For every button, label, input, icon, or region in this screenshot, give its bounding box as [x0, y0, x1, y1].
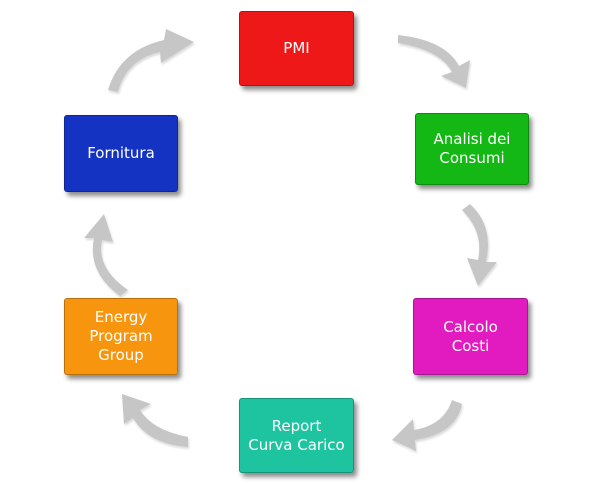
- node-analisi-consumi: Analisi dei Consumi: [415, 113, 529, 185]
- node-fornitura: Fornitura: [64, 115, 178, 192]
- arrow-pmi-to-analisi: [398, 35, 470, 88]
- node-report-curva-carico: Report Curva Carico: [239, 398, 354, 473]
- node-fornitura-label: Fornitura: [87, 144, 155, 162]
- node-energy-program-group: Energy Program Group: [64, 298, 178, 375]
- arrow-calcolo-to-report: [392, 400, 462, 451]
- node-report-curva-carico-label: Report Curva Carico: [248, 416, 345, 454]
- arrow-fornitura-to-pmi: [108, 29, 194, 92]
- arrow-energy-to-fornitura: [84, 214, 128, 296]
- arrow-analisi-to-calcolo: [462, 204, 497, 286]
- node-calcolo-costi: Calcolo Costi: [413, 298, 528, 375]
- node-pmi-label: PMI: [283, 39, 310, 57]
- node-calcolo-costi-label: Calcolo Costi: [443, 317, 498, 355]
- node-pmi: PMI: [239, 11, 354, 86]
- node-analisi-consumi-label: Analisi dei Consumi: [433, 130, 511, 167]
- arrow-report-to-energy: [122, 394, 188, 447]
- node-energy-program-group-label: Energy Program Group: [89, 308, 153, 364]
